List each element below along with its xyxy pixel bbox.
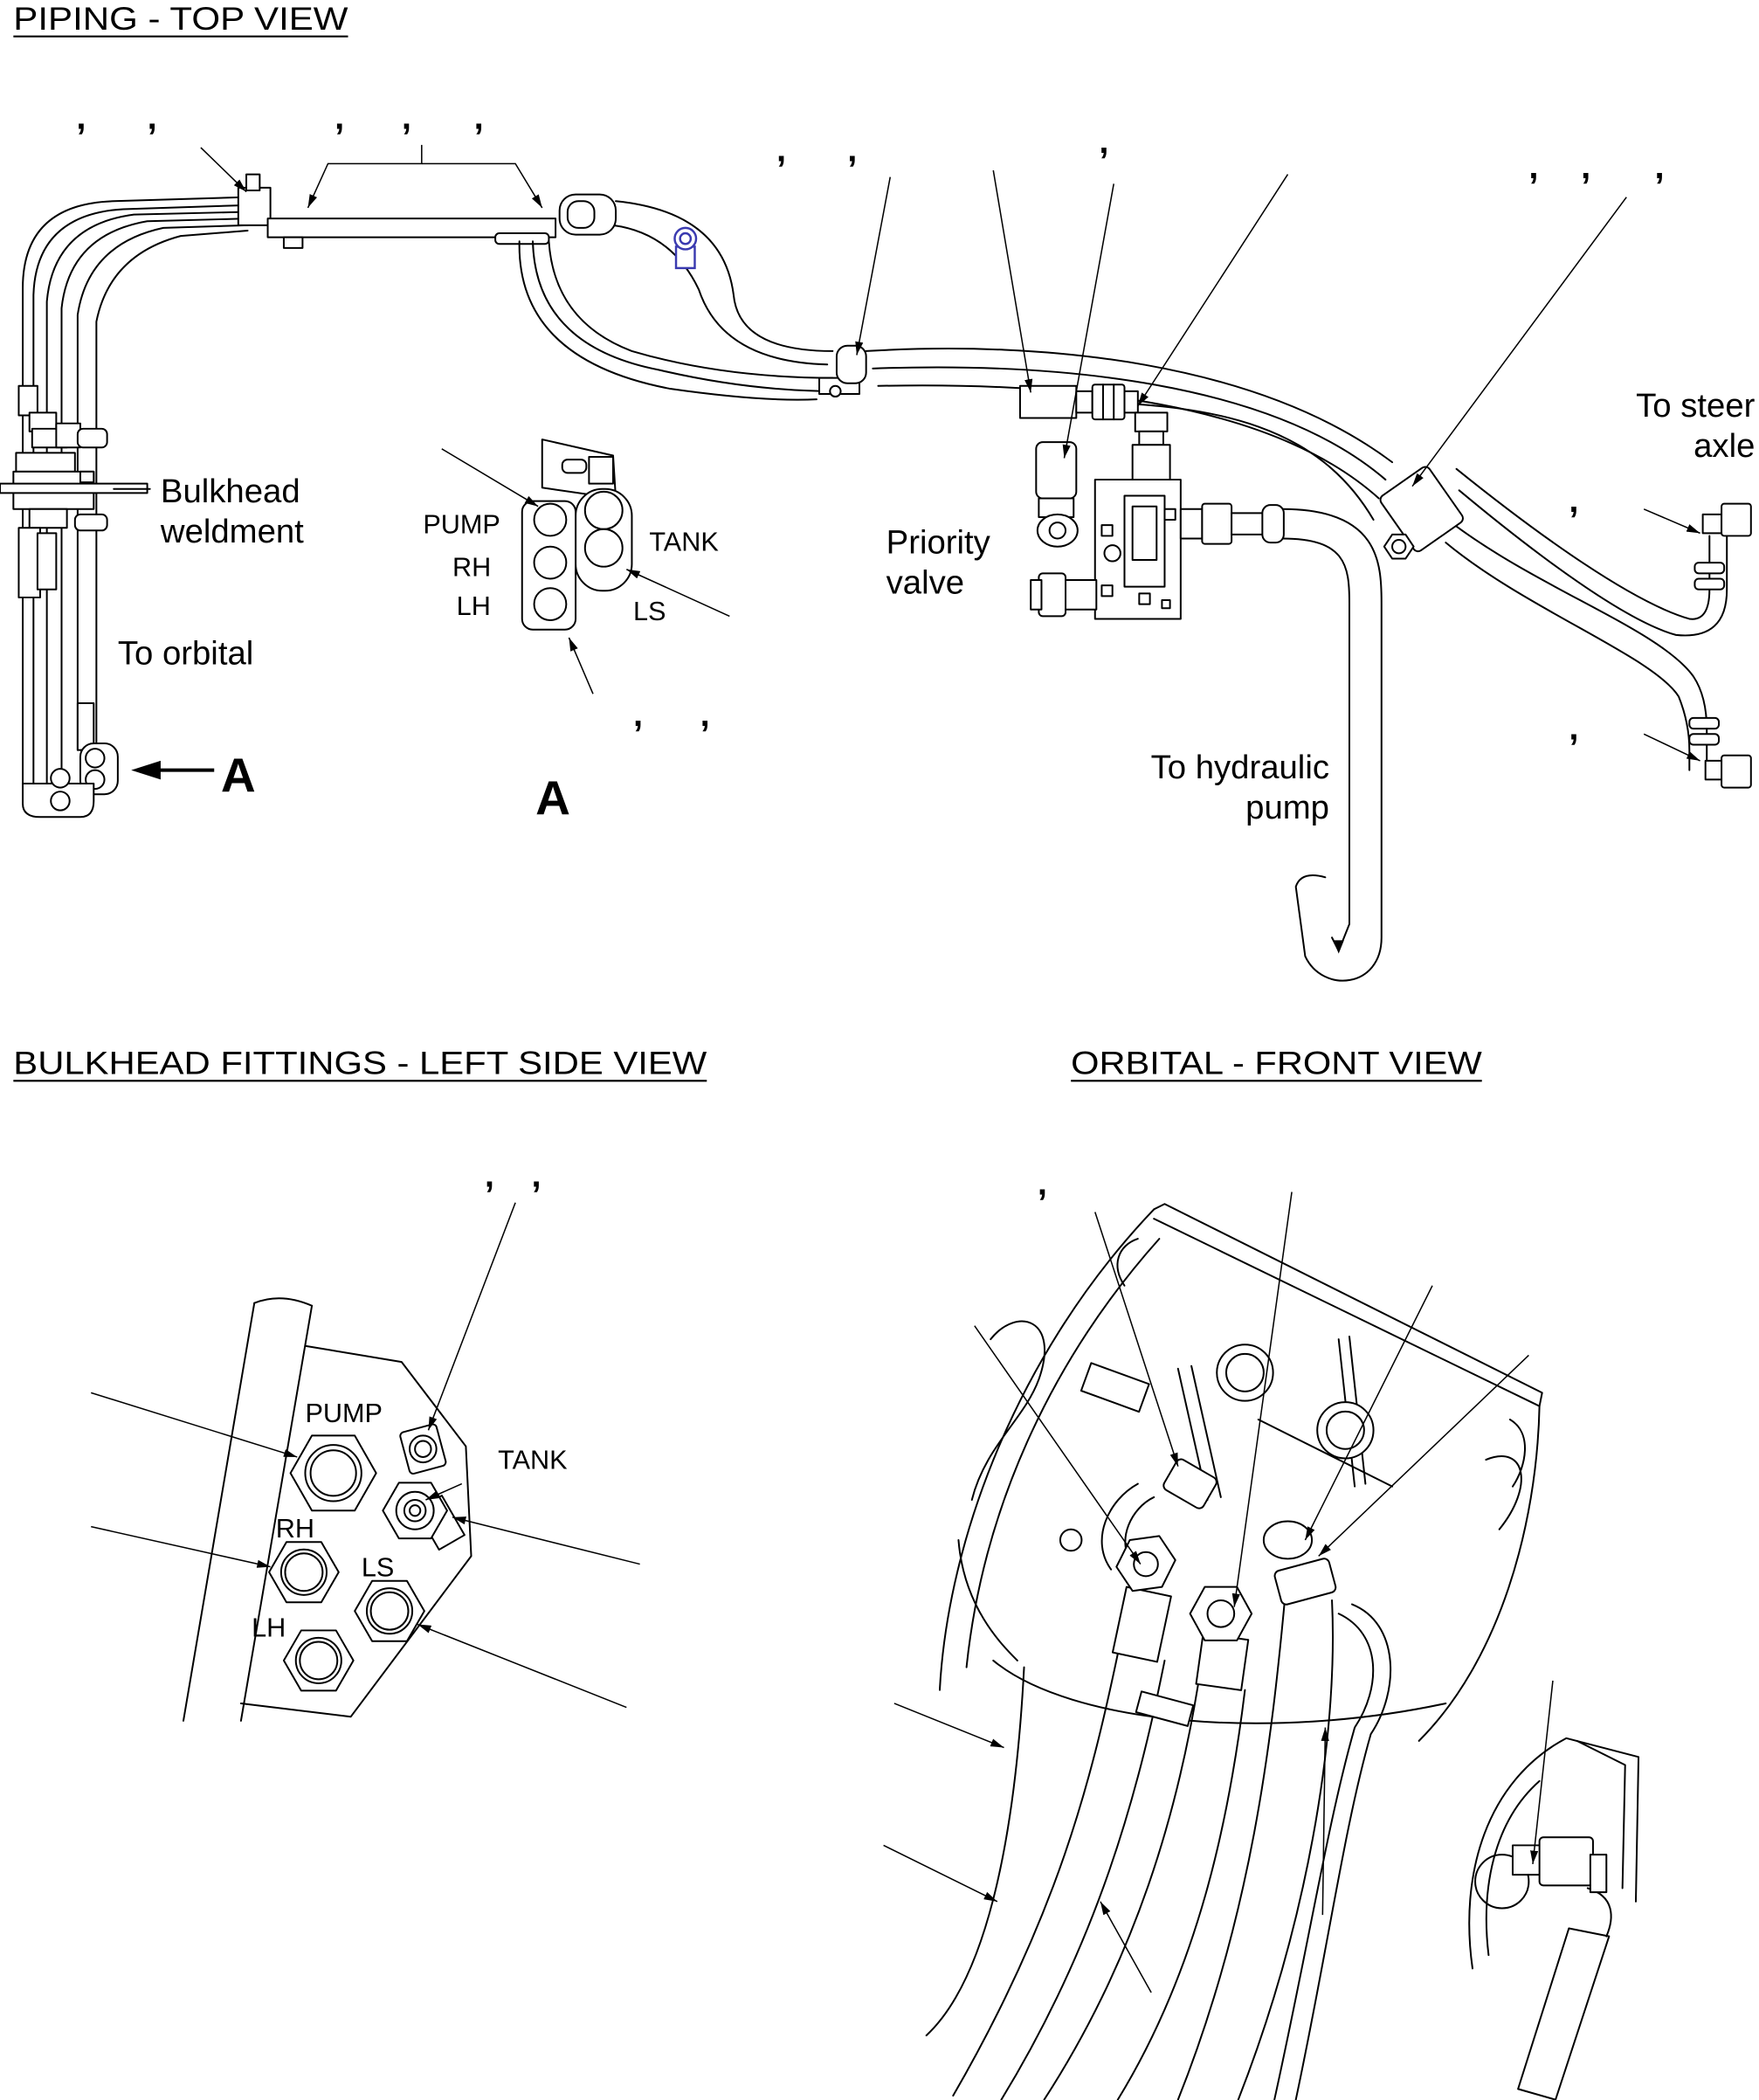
middle-hoses (518, 200, 838, 401)
callout-mark: , (700, 695, 710, 734)
callout-mark: , (1581, 148, 1590, 186)
callout-mark: , (485, 1156, 494, 1194)
bulkhead-rh-port (268, 1541, 340, 1604)
bulkhead-pump-port (289, 1434, 377, 1512)
priority-valve-label-line1: Priority (886, 523, 991, 561)
highlight-fitting (673, 226, 698, 270)
detail-a-title: A (535, 770, 570, 825)
callout-mark: , (1099, 122, 1108, 161)
orbital-fittings (1059, 1458, 1337, 1727)
detail-a-ls-label: LS (633, 597, 666, 626)
detail-a (521, 439, 633, 631)
callout-mark: , (474, 98, 484, 136)
bulkhead-rh-label: RH (276, 1514, 314, 1544)
callout-mark: , (776, 130, 786, 169)
detail-a-lh-label: LH (457, 591, 491, 621)
callout-mark: , (1528, 148, 1538, 186)
steer-axle-fittings (1688, 502, 1752, 789)
steer-axle-hoses (865, 348, 1728, 771)
orbital-inset-detail (1468, 1737, 1640, 2100)
orbital-housing (938, 1203, 1543, 1742)
detail-a-rh-label: RH (452, 552, 491, 582)
top-view-callout-marks: , , , , , , , , , , , , , , , (76, 98, 1664, 747)
orbital-view-leaders (883, 1192, 1554, 1993)
detail-a-tank-label: TANK (649, 527, 719, 556)
bulkhead-frame-tube (182, 1297, 314, 1722)
callout-mark: , (76, 98, 86, 136)
view-a-marker: A (221, 748, 256, 802)
clamp-2 (818, 344, 867, 398)
callout-mark: , (1569, 708, 1578, 747)
clamp-1 (558, 193, 617, 236)
callout-mark: , (1569, 481, 1578, 520)
steer-axle-label-line1: To steer (1636, 387, 1755, 425)
bulkhead-tank-label: TANK (498, 1446, 568, 1475)
detail-a-pump-label: PUMP (423, 509, 500, 539)
bulkhead-label-line2: weldment (160, 513, 304, 550)
bulkhead-ls-label: LS (362, 1552, 394, 1582)
priority-valve (1018, 383, 1285, 620)
top-view-leaders (200, 144, 1700, 762)
bundle-end (22, 702, 215, 819)
callout-mark: , (633, 695, 643, 734)
hydraulic-pump-label-line1: To hydraulic (1151, 749, 1329, 786)
orbital-view: ORBITAL - FRONT VIEW (883, 1046, 1640, 2100)
bulkhead-tank-port (382, 1423, 466, 1551)
callout-mark: , (402, 98, 411, 136)
bulkhead-pump-label: PUMP (305, 1399, 383, 1428)
bulkhead-plate-outline (239, 1344, 473, 1718)
orbital-view-title: ORBITAL - FRONT VIEW (1071, 1046, 1482, 1081)
bulkhead-lh-port (282, 1629, 355, 1692)
steer-axle-label-line2: axle (1693, 427, 1755, 465)
steer-clamp (1379, 466, 1464, 560)
bulkhead-view: BULKHEAD FITTINGS - LEFT SIDE VIEW (13, 1046, 707, 1722)
hydraulic-pump-label-line2: pump (1245, 789, 1329, 826)
hydraulic-pump-hose (1281, 508, 1383, 982)
top-bracket (237, 173, 557, 249)
bulkhead-view-leaders (90, 1202, 640, 1709)
bulkhead-view-title: BULKHEAD FITTINGS - LEFT SIDE VIEW (13, 1046, 707, 1081)
callout-mark: , (148, 98, 157, 136)
callout-mark: , (531, 1156, 541, 1194)
bulkhead-ls-port (354, 1579, 425, 1642)
callout-mark: , (1038, 1164, 1047, 1203)
bulkhead-lh-label: LH (252, 1613, 286, 1642)
top-view-title: PIPING - TOP VIEW (13, 1, 348, 37)
callout-mark: , (335, 98, 344, 136)
priority-valve-label-line2: valve (886, 563, 964, 601)
left-hose-bundle (22, 196, 249, 805)
to-orbital-label: To orbital (118, 635, 253, 673)
callout-mark: , (1654, 148, 1664, 186)
bulkhead-weldment-fittings (0, 384, 151, 598)
callout-mark: , (847, 130, 857, 169)
top-view: PIPING - TOP VIEW (0, 1, 1756, 982)
bulkhead-label-line1: Bulkhead (161, 473, 300, 510)
